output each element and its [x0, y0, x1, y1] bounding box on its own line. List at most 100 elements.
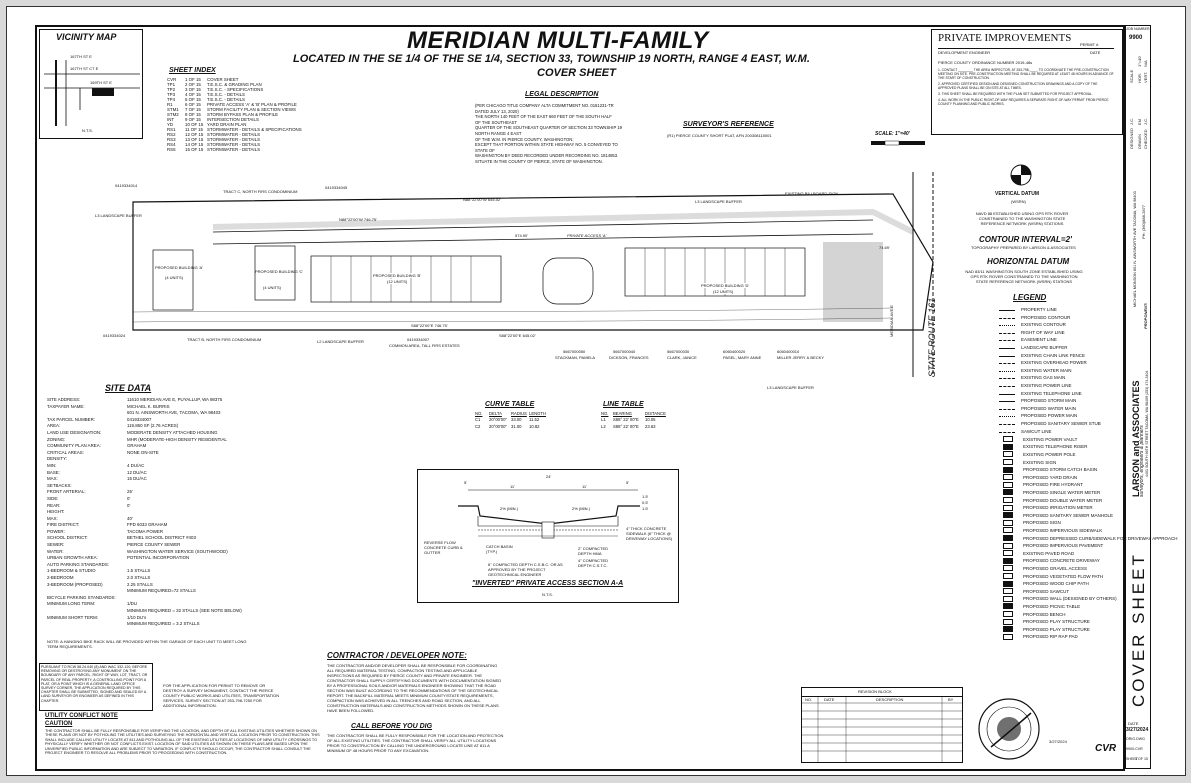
contractor-note-text: THE CONTRACTOR AND/OR DEVELOPER SHALL BE…: [327, 663, 502, 713]
call-before-text: THE CONTRACTOR SHALL BE FULLY RESPONSIBL…: [327, 733, 504, 753]
parcel-0419334045: 0419334045: [325, 185, 348, 190]
site-data-row: BICYCLE PARKING STANDARDS:: [47, 595, 242, 602]
site-data-value: MICHAEL K. BURRIS: [127, 403, 170, 409]
site-data-value: NONE ON-SITE: [127, 449, 159, 455]
orig-dwg-value: 9900-CVR: [1126, 747, 1143, 751]
site-data-row: SCHOOL DISTRICT:BETHEL SCHOOL DISTRICT #…: [47, 535, 242, 542]
legend-item: EXISTING POWER LINE: [999, 383, 1072, 388]
site-data-key: SITE ADDRESS:: [47, 397, 81, 402]
proponent-label: PROPONENT:: [1143, 302, 1148, 329]
landscape-buffer-l2: L2 LANDSCAPE BUFFER: [317, 339, 364, 344]
legend-item: EXISTING POWER VAULT: [999, 436, 1078, 443]
legend-label: EXISTING POWER VAULT: [1023, 436, 1078, 442]
legend-item: PROPOSED SANITARY SEWER MANHOLE: [999, 512, 1113, 519]
sheet-index-code: RS1: [167, 127, 176, 132]
vicinity-street-3: 169TH ST E: [90, 80, 112, 85]
landscape-buffer-l3-top: L3 LANDSCAPE BUFFER: [695, 199, 742, 204]
site-data-value: 601 N. AINSWORTH AVE, TACOMA, WA 98403: [127, 410, 221, 416]
parcel-0419334024: 0419334024: [103, 333, 126, 338]
dim-sidewalk-left: 5': [464, 480, 467, 485]
sheet-index-page: 13 OF 15: [185, 137, 204, 142]
legend-symbol: [999, 431, 1015, 433]
legend-item: PROPOSED IMPERVIOUS PAVEMENT: [999, 542, 1103, 549]
legend-label: SAWCUT LINE: [1021, 428, 1052, 434]
job-number: 9900: [1129, 35, 1143, 41]
date-block-label: DATE: [1128, 721, 1139, 726]
site-data-value: MHR (MODERATE-HIGH DENSITY RESIDENTIAL: [127, 436, 227, 442]
site-data-row: MINIMUM SHORT TERM:1/10 DU's: [47, 615, 242, 622]
site-data-value: MINIMUM REQUIRED = 32 STALLS (SEE NOTE B…: [127, 608, 242, 613]
legend-label: EXISTING PAVED ROAD: [1023, 550, 1075, 556]
sheet-index-page: 9 OF 15: [185, 117, 201, 122]
legend-item: EXISTING CONTOUR: [999, 322, 1066, 327]
dim-lane-left: 11': [510, 484, 515, 489]
legend-item: PROPERTY LINE: [999, 307, 1057, 312]
legal-description-heading: LEGAL DESCRIPTION: [525, 91, 599, 98]
legal-line: THE NORTH 140 FEET OF THE EAST 660 FEET …: [475, 114, 612, 120]
site-data-key: CRITICAL AREAS:: [47, 449, 84, 455]
sheet-index-page: 5 OF 15: [185, 97, 201, 102]
site-data-row: URBAN GROWTH AREA:POTENTIAL INCORPORATIO…: [47, 555, 242, 562]
legend-item: PROPOSED WOOD CHIP PATH: [999, 580, 1089, 587]
sheet-index-code: INT: [167, 117, 175, 122]
site-data-value: TACOMA POWER: [127, 528, 164, 534]
label-catch-basin: CATCH BASIN (TYP.): [486, 544, 513, 554]
site-data-row: POWER: TACOMA POWER: [47, 529, 242, 536]
legend-label: PROPOSED WALL (DESIGNED BY OTHERS): [1023, 596, 1117, 602]
legend-label: PROPOSED DOUBLE WATER METER: [1023, 497, 1103, 503]
pursuant-text: PURSUANT TO RCW 58.24.040 (8) AND WAC 33…: [41, 665, 148, 703]
legend-label: EXISTING GAS MAIN: [1021, 375, 1066, 381]
legend-symbol: [999, 408, 1015, 410]
table-cell: S88° 22' 00"E: [613, 417, 639, 422]
legal-line: QUARTER OF THE SOUTHEAST QUARTER OF SECT…: [475, 125, 622, 131]
legend-symbol: [1003, 626, 1013, 633]
table-cell: 11.52: [529, 417, 540, 422]
sheet-index-title: INTERSECTION DETAILS: [207, 117, 259, 122]
legend-item: PROPOSED WALL (DESIGNED BY OTHERS): [999, 595, 1117, 602]
legend-label: EXISTING POWER POLE: [1023, 451, 1076, 457]
site-data-key: FIRE DISTRICT:: [47, 522, 80, 528]
designed-label: DESIGNED: [1129, 128, 1134, 149]
revision-heading: REVISION BLOCK: [858, 689, 892, 694]
site-data-key: 1-BEDROOM & STUDIO: [47, 568, 96, 574]
sheet-number-value: 1 OF 15: [1135, 757, 1148, 761]
site-data-key: SIDE:: [47, 495, 59, 501]
legal-line: EXCEPT THAT PORTION WITHIN STATE HIGHWAY…: [475, 142, 618, 148]
date-block-value: 3/27/2024: [1126, 727, 1149, 733]
site-data-key: POWER:: [47, 528, 65, 534]
site-data-key: BICYCLE PARKING STANDARDS:: [47, 594, 116, 600]
legend-label: EXISTING POWER LINE: [1021, 383, 1072, 388]
legend-symbol: [1003, 512, 1013, 519]
site-data-row: HEIGHT:: [47, 509, 242, 516]
legal-line: OF THE W.M. IN PIERCE COUNTY, WASHINGTON…: [475, 136, 574, 142]
owner-miller: MILLER JERRY & BECKY: [777, 355, 824, 360]
sheet-index-code: CVR: [167, 77, 177, 82]
vert-value: N/A: [1143, 60, 1148, 67]
private-improvements-note: 2. APPROVED CERTIFIED DESIGN AND DESIGNE…: [938, 82, 1098, 90]
legend-label: PROPOSED YARD DRAIN: [1023, 474, 1078, 480]
legend-item: EXISTING WATER MAIN: [999, 368, 1072, 373]
vicinity-nts: N.T.S.: [82, 128, 93, 133]
sheet-index-code: TP3: [167, 92, 176, 97]
site-data-key: COMMUNITY PLAN AREA:: [47, 443, 101, 449]
legend-label: PROPOSED PLAY STRUCTURE: [1023, 626, 1090, 632]
legend-symbol: [1003, 557, 1013, 564]
legend-label: EXISTING CHAIN LINK FENCE: [1021, 352, 1086, 358]
sheet-index-code: STM2: [167, 112, 179, 117]
site-data-value: 2.25 STALLS: [127, 581, 153, 587]
site-data-value: MINIMUM REQUIRED = 3.2 STALLS: [127, 621, 200, 627]
sheet-index-title: STORMWATER - DETAILS: [207, 137, 261, 142]
legend-item: PROPOSED DEPRESSED CURB/SIDEWALK FOR DRI…: [999, 535, 1178, 541]
site-data-row: 3-BEDROOM (PROPOSED)2.25 STALLS: [47, 582, 242, 589]
site-data-key: BASE:: [47, 469, 60, 475]
revision-grid: [802, 696, 962, 762]
legend-symbol: [1003, 459, 1013, 465]
table-cell: 23.63: [645, 424, 656, 429]
horizontal-datum-desc: NAD 83/11 WASHINGTON SOUTH ZONE ESTABLIS…: [965, 269, 1083, 284]
legend-item: EXISTING SIGN: [999, 459, 1056, 465]
table-header-cell: DELTA: [489, 411, 502, 416]
